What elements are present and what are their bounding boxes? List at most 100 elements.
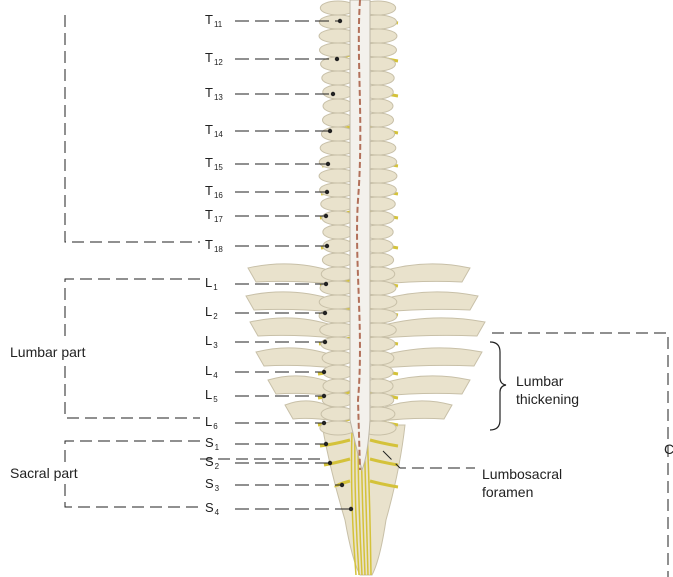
vertebra-left [322,113,353,127]
vertebra-number: 18 [214,245,223,254]
vertebra-letter: T [205,50,213,65]
vertebra-letter: S [205,435,214,450]
vertebra-number: 17 [214,215,223,224]
vertebra-label-s1: S1 [205,436,219,455]
vertebra-number: 14 [214,130,223,139]
vertebra-label-t14: T14 [205,123,223,142]
leader-dot-S2 [328,461,332,465]
vertebra-left [323,365,353,379]
lumbar-part-label: Lumbar part [10,343,85,361]
vertebra-label-l2: L2 [205,305,218,324]
vertebra-letter: L [205,304,212,319]
vertebra-letter: L [205,387,212,402]
vertebra-number: 2 [213,312,217,321]
vertebra-letter: S [205,476,214,491]
vertebra-label-s3: S3 [205,477,219,496]
vertebra-number: 2 [215,462,219,471]
vertebra-letter: T [205,85,213,100]
leader-dot-S4 [349,507,353,511]
vertebra-letter: T [205,183,213,198]
leader-dot-L3 [323,340,327,344]
vertebra-label-t13: T13 [205,86,223,105]
vertebra-number: 4 [215,508,219,517]
vertebra-label-t18: T18 [205,238,223,257]
vertebra-number: 1 [213,283,217,292]
vertebra-left [322,71,354,85]
vertebra-number: 12 [214,58,223,67]
vertebra-label-t16: T16 [205,184,223,203]
leader-dot-T16 [325,190,329,194]
leader-dot-T11 [338,19,342,23]
vertebra-label-s2: S2 [205,455,219,474]
vertebra-number: 5 [213,395,217,404]
vertebra-number: 11 [214,20,222,29]
cut-off-label: C [664,440,673,458]
lumbar-thickening-brace [490,342,506,430]
vertebra-letter: T [205,122,213,137]
leader-dot-L5 [322,394,326,398]
sacral-part-label: Sacral part [10,464,78,482]
vertebra-label-t17: T17 [205,208,223,227]
vertebra-letter: T [205,207,213,222]
lumbar-thickening-line2: thickening [516,391,579,407]
vertebra-letter: L [205,414,212,429]
vertebra-number: 3 [213,341,217,350]
lumbosacral-foramen-line1: Lumbosacral [482,466,562,482]
vertebra-label-t12: T12 [205,51,223,70]
sacral-bracket-top [65,441,200,462]
vertebra-label-l1: L1 [205,276,218,295]
leader-dot-T18 [325,244,329,248]
leader-dot-L4 [322,370,326,374]
sacral-bracket-bottom [65,484,200,507]
vertebra-label-t11: T11 [205,13,222,32]
vertebra-letter: S [205,454,214,469]
vertebra-left [323,225,353,239]
leader-dot-T14 [328,129,332,133]
vertebra-letter: T [205,155,213,170]
vertebra-letter: L [205,275,212,290]
spinal-cord [350,0,370,470]
vertebra-number: 13 [214,93,223,102]
vertebra-number: 15 [214,163,223,172]
vertebra-label-s4: S4 [205,501,219,520]
leader-dot-S3 [340,483,344,487]
vertebra-left [323,85,354,99]
leader-dot-S1 [324,442,328,446]
vertebra-label-l5: L5 [205,388,218,407]
vertebra-letter: S [205,500,214,515]
vertebra-number: 4 [213,371,217,380]
spinal-cord-body [350,0,370,470]
vertebra-left [322,393,354,407]
leader-dot-T13 [331,92,335,96]
vertebra-label-t15: T15 [205,156,223,175]
vertebra-left [323,379,353,393]
vertebra-label-l4: L4 [205,364,218,383]
leader-dot-L1 [324,282,328,286]
vertebra-letter: L [205,363,212,378]
vertebra-letter: T [205,237,213,252]
vertebra-left [322,253,353,267]
lumbar-bracket-top [65,279,200,340]
leader-dot-L2 [323,311,327,315]
lumbar-thickening-line1: Lumbar [516,373,563,389]
lumbosacral-foramen-line2: foramen [482,484,533,500]
vertebra-number: 6 [213,422,217,431]
vertebra-number: 3 [215,484,219,493]
leader-dot-T17 [324,214,328,218]
vertebra-letter: L [205,333,212,348]
lumbosacral-foramen-label: Lumbosacral foramen [482,465,562,501]
vertebra-label-l6: L6 [205,415,218,434]
vertebra-letter: T [205,12,213,27]
thoracic-bracket [65,15,200,242]
vertebra-number: 1 [215,443,219,452]
leader-dot-L6 [322,421,326,425]
vertebra-number: 16 [214,191,223,200]
lumbar-bracket-bottom [65,366,200,418]
leader-dot-T15 [326,162,330,166]
transverse-process-right [380,348,482,368]
vertebra-left [323,99,353,113]
leader-dot-T12 [335,57,339,61]
lumbar-thickening-label: Lumbar thickening [516,372,579,408]
